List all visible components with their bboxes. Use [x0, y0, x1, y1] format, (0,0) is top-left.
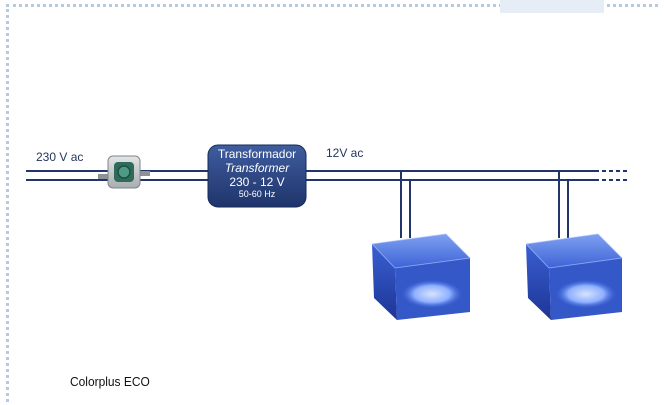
transformer-frequency: 50-60 Hz — [238, 189, 276, 200]
transformer-box — [207, 144, 307, 208]
frame-left-border — [6, 4, 9, 402]
caption: Colorplus ECO — [70, 374, 150, 389]
transformer-voltage: 230 - 12 V — [229, 174, 285, 189]
frame-top-border — [6, 4, 658, 7]
switch — [98, 155, 150, 189]
lamp-1-wires — [400, 171, 411, 238]
transformer-text: Transformador Transformer 230 - 12 V 50-… — [208, 147, 306, 200]
output-voltage-label: 12V ac — [326, 146, 364, 160]
corner-tab — [500, 0, 604, 13]
lamp-2-wires — [558, 171, 569, 238]
lamp-2 — [524, 233, 624, 320]
transformer-title-en: Transformer — [224, 160, 290, 175]
lamp-1 — [370, 233, 472, 320]
transformer-title-es: Transformador — [217, 147, 297, 161]
input-voltage-label: 230 V ac — [36, 150, 84, 164]
